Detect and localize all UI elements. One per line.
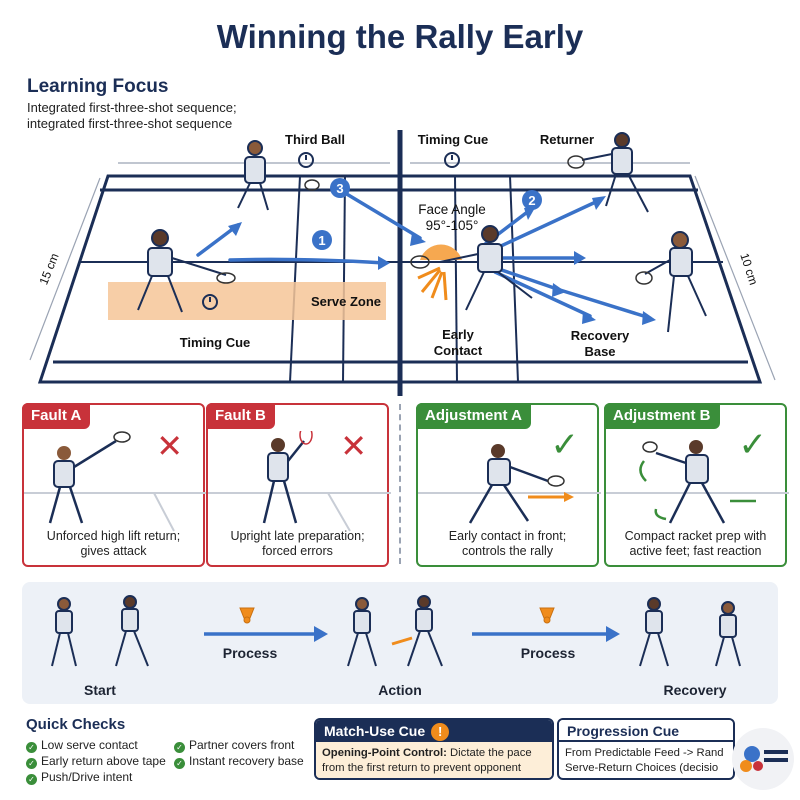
transition-process-1: Process — [222, 645, 278, 661]
stopwatch-icon — [202, 152, 460, 310]
label-returner: Returner — [539, 132, 595, 147]
action-players — [347, 595, 443, 667]
check-icon: ✓ — [26, 774, 37, 785]
player-figures — [137, 132, 707, 333]
panel-caption: Early contact in front; controls the ral… — [448, 529, 567, 558]
match-use-cue-box: Match-Use Cue! Opening-Point Control: Di… — [314, 718, 554, 780]
label-face-angle-value: 95°-105° — [425, 218, 479, 233]
face-angle-fan — [417, 244, 462, 301]
learning-focus-heading: Learning Focus — [27, 76, 169, 97]
cross-icon: ✕ — [156, 428, 183, 464]
panel-caption: Unforced high lift return; gives attack — [46, 529, 181, 558]
quick-check-item: ✓Push/Drive intent — [26, 770, 132, 785]
quick-check-item: ✓Low serve contact — [26, 738, 138, 753]
learning-focus-line-1: Integrated first-three-shot sequence; — [27, 100, 237, 115]
panel-fault-a: Fault A ✕ Unforced high lift return; giv… — [22, 403, 207, 567]
player-returner — [581, 132, 649, 213]
label-early-contact: Early Contact — [433, 327, 483, 358]
panel-caption: Upright late preparation; forced errors — [230, 529, 365, 558]
process-illustration — [51, 595, 741, 667]
label-serve-zone: Serve Zone — [310, 294, 382, 309]
panel-tab: Adjustment B — [604, 403, 720, 429]
player-recovery — [644, 231, 707, 333]
stage-start: Start — [84, 682, 116, 698]
check-icon: ✓ — [738, 426, 768, 464]
progression-cue-body: From Predictable Feed -> Rand Serve-Retu… — [565, 747, 724, 774]
panel-tab: Fault B — [206, 403, 275, 429]
check-icon: ✓ — [174, 742, 185, 753]
page-title: Winning the Rally Early — [216, 18, 584, 55]
player-third-ball — [237, 140, 269, 211]
stage-action: Action — [378, 682, 422, 698]
label-timing-cue-left: Timing Cue — [179, 335, 251, 350]
serve-zone-rect — [108, 282, 386, 320]
match-use-cue-heading: Match-Use Cue! — [316, 720, 552, 742]
panel-adjustment-b: Adjustment B ✓ Compact racket prep with … — [604, 403, 789, 567]
progression-cue-heading: Progression Cue — [559, 720, 733, 742]
panel-tab: Fault A — [22, 403, 91, 429]
panel-caption: Compact racket prep with active feet; fa… — [624, 529, 767, 558]
label-timing-cue-top: Timing Cue — [417, 132, 489, 147]
player-server — [137, 229, 227, 313]
check-icon: ✓ — [550, 426, 580, 464]
marker-1: 1 — [318, 233, 325, 248]
cross-icon: ✕ — [340, 428, 367, 464]
process-strip — [22, 582, 778, 704]
start-players — [51, 595, 149, 667]
marker-3: 3 — [336, 181, 343, 196]
quick-check-item: ✓Early return above tape — [26, 754, 166, 769]
label-recovery-base: Recovery Base — [570, 328, 630, 359]
panel-adjustment-a: Adjustment A ✓ Early contact in front; c… — [416, 403, 601, 567]
learning-focus-line-2: integrated first-three-shot sequence — [27, 116, 233, 131]
panel-fault-b: Fault B ✕ Upright late preparation; forc… — [206, 403, 391, 567]
player-early-contact — [439, 225, 533, 311]
match-use-cue-body: Opening-Point Control: Dictate the pace … — [316, 742, 552, 778]
label-third-ball: Third Ball — [285, 132, 345, 147]
academy-logo — [732, 728, 794, 790]
label-face-angle: Face Angle — [418, 202, 486, 217]
quick-check-item: ✓Instant recovery base — [174, 754, 304, 769]
stage-recovery: Recovery — [663, 682, 727, 698]
court-diagram: 1 2 3 — [29, 130, 776, 396]
check-icon: ✓ — [26, 742, 37, 753]
marker-2: 2 — [528, 193, 535, 208]
fault-a-illustration — [24, 431, 207, 532]
check-icon: ✓ — [174, 758, 185, 769]
shot-markers: 1 2 3 — [312, 178, 542, 250]
recovery-players — [639, 597, 741, 667]
panel-tab: Adjustment A — [416, 403, 531, 429]
check-icon: ✓ — [26, 758, 37, 769]
transition-process-2: Process — [520, 645, 576, 661]
progression-cue-box: Progression Cue From Predictable Feed ->… — [557, 718, 735, 780]
adjustment-a-illustration — [418, 444, 601, 524]
warning-icon: ! — [431, 723, 450, 741]
panel-divider — [399, 404, 401, 564]
quick-checks-heading: Quick Checks — [26, 716, 126, 733]
quick-check-item: ✓Partner covers front — [174, 738, 294, 753]
fault-b-illustration — [208, 431, 391, 532]
adjustment-b-illustration — [606, 440, 789, 524]
